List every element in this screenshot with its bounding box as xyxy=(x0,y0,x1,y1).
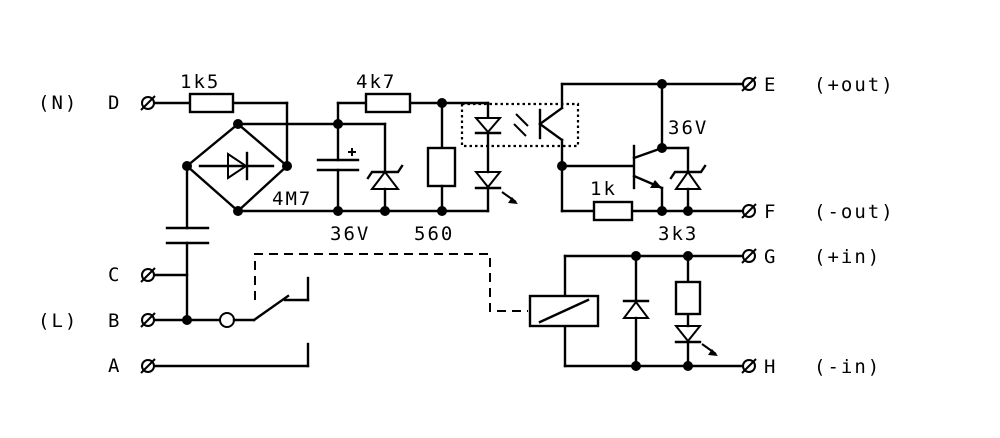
terminal-h-label: H xyxy=(764,356,777,378)
minus-in-label: (-in) xyxy=(814,356,881,378)
optocoupler xyxy=(460,82,580,213)
terminal-b-screw xyxy=(140,312,156,328)
terminal-a-label: A xyxy=(108,355,121,377)
led-indicator-input xyxy=(673,325,718,356)
junction-dots xyxy=(182,79,693,371)
line-label: (L) xyxy=(38,310,78,332)
zener-36v-right xyxy=(669,164,707,190)
resistor-560-label: 560 xyxy=(414,223,454,245)
series-capacitor xyxy=(165,226,210,245)
terminal-b-label: B xyxy=(108,310,121,332)
plus-in-label: (+in) xyxy=(814,246,881,268)
terminal-c-label: C xyxy=(108,264,121,286)
terminal-d-screw xyxy=(140,95,156,111)
plus-out-label: (+out) xyxy=(814,74,895,96)
output-transistor xyxy=(632,144,664,213)
terminal-e-label: E xyxy=(764,74,777,96)
led-indicator-left xyxy=(473,171,518,213)
input-wiring xyxy=(153,101,444,368)
terminal-f-screw xyxy=(741,203,757,219)
zener-36v-left xyxy=(366,122,404,213)
flyback-diode xyxy=(622,299,650,319)
minus-out-label: (-out) xyxy=(814,201,895,223)
neutral-label: (N) xyxy=(38,92,78,114)
resistor-560 xyxy=(426,101,490,213)
terminal-g-screw xyxy=(741,248,757,264)
zener-36v-left-label: 36V xyxy=(330,223,370,245)
mechanical-link xyxy=(254,253,528,312)
terminal-c-screw xyxy=(140,267,156,283)
resistor-4k7 xyxy=(364,92,412,114)
input-led-resistor xyxy=(674,280,702,316)
terminal-f-label: F xyxy=(764,201,777,223)
relay-coil xyxy=(528,294,600,328)
resistor-1k5-label: 1k5 xyxy=(180,71,220,93)
terminal-h-screw xyxy=(741,358,757,374)
output-wiring xyxy=(560,82,744,213)
relay-switch xyxy=(219,294,290,328)
resistor-1k5 xyxy=(188,92,235,114)
terminal-d-label: D xyxy=(108,92,121,114)
resistor-1k xyxy=(592,200,634,222)
resistor-4k7-label: 4k7 xyxy=(356,71,396,93)
resistor-3k3-label: 3k3 xyxy=(658,223,698,245)
resistor-1k-label: 1k xyxy=(590,178,617,200)
terminal-a-screw xyxy=(140,358,156,374)
capacitor-4m7 xyxy=(316,122,360,213)
zener-36v-right-label: 36V xyxy=(668,117,708,139)
terminal-g-label: G xyxy=(764,246,777,268)
terminal-e-screw xyxy=(741,76,757,92)
capacitor-4m7-label: 4M7 xyxy=(272,188,312,210)
